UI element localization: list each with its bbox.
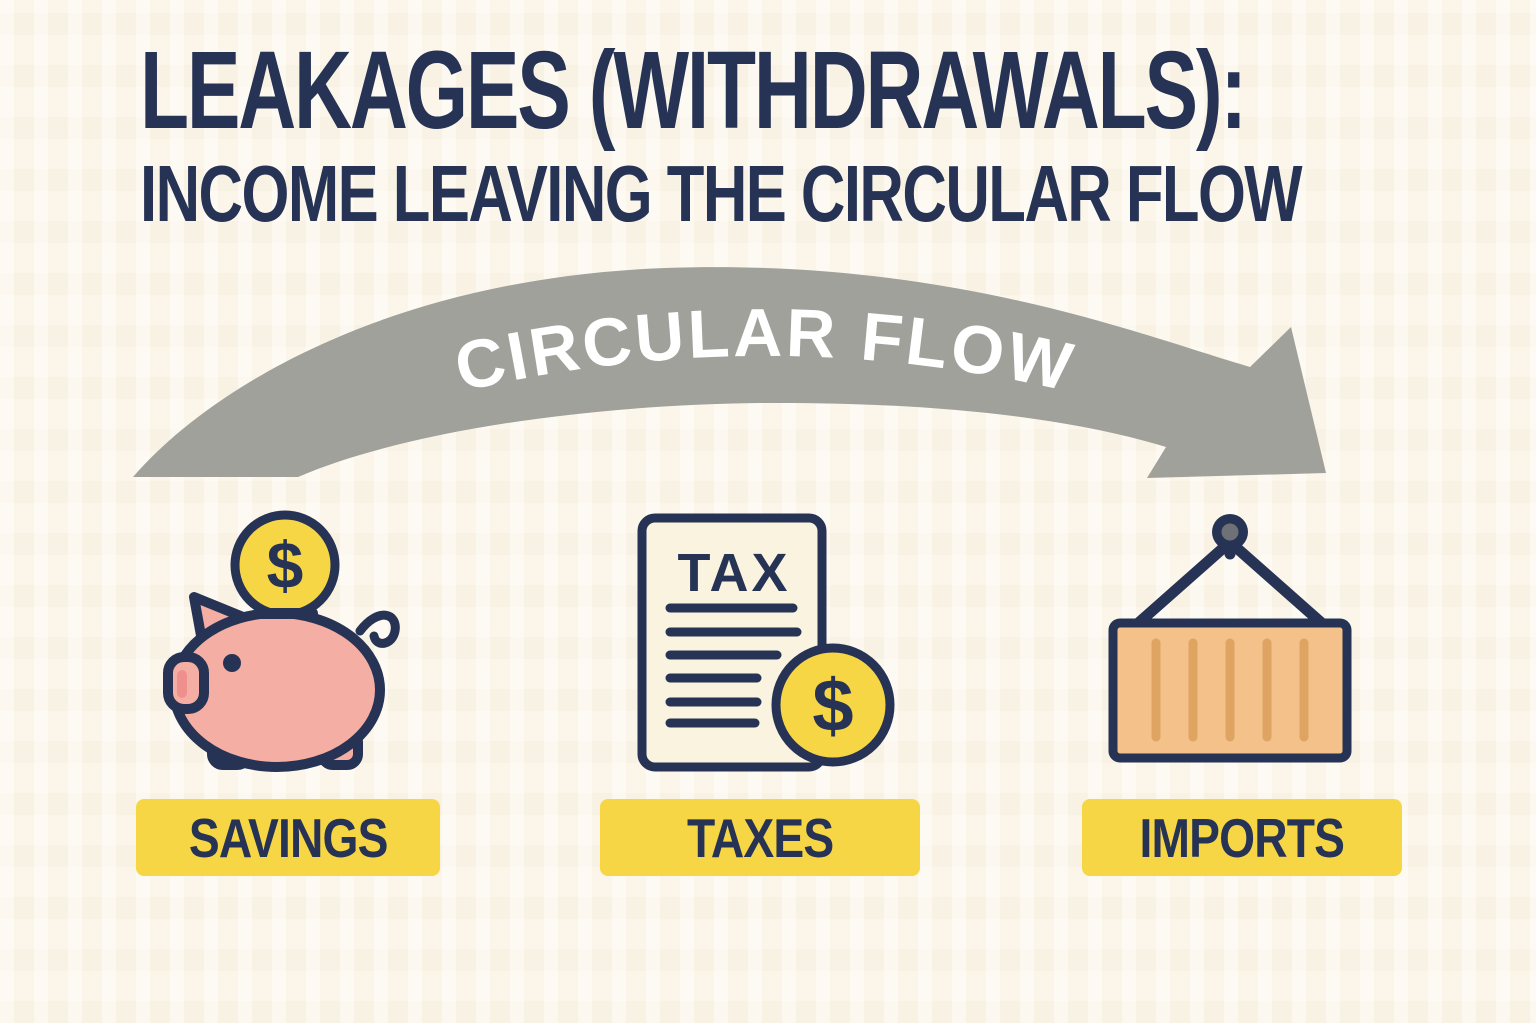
hook-ring-inner [1221, 523, 1239, 541]
coin-slot [254, 608, 318, 619]
svg-text:$: $ [812, 664, 853, 747]
pig-tail [355, 610, 400, 648]
svg-text:$: $ [267, 528, 304, 602]
shipping-container-crane-icon [1108, 514, 1352, 763]
savings-label-text: SAVINGS [188, 806, 388, 869]
imports-label: IMPORTS [1082, 799, 1402, 876]
pig-nostril [177, 670, 187, 698]
page-title: LEAKAGES (WITHDRAWALS): INCOME LEAVING T… [140, 36, 1536, 234]
pig-eye [223, 654, 241, 672]
tax-document-coin-icon: TAX $ [637, 513, 895, 772]
savings-label: SAVINGS [136, 799, 440, 876]
dollar-coin-icon: $ [230, 510, 340, 620]
imports-label-text: IMPORTS [1139, 806, 1345, 869]
taxes-label: TAXES [600, 799, 920, 876]
container-ridges [1151, 638, 1309, 742]
tax-document-title: TAX [678, 543, 791, 603]
curved-arrow-shape [133, 267, 1326, 478]
title-line-1: LEAKAGES (WITHDRAWALS): [140, 29, 1247, 152]
dollar-coin-icon: $ [771, 643, 895, 767]
taxes-label-text: TAXES [686, 806, 834, 869]
title-line-2: INCOME LEAVING THE CIRCULAR FLOW [140, 149, 1303, 238]
tax-document-text-lines [665, 603, 802, 728]
piggy-bank-coin-icon: $ [163, 510, 400, 772]
